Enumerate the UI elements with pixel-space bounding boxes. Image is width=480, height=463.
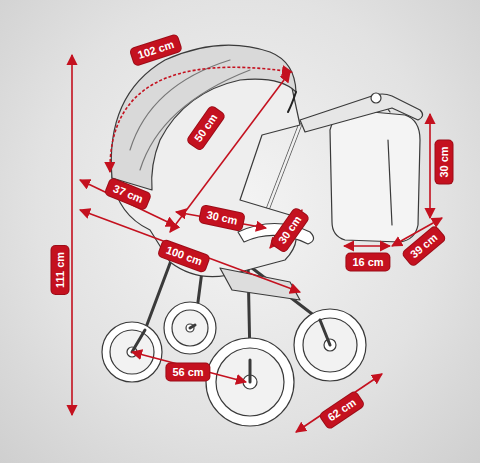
dimension-label: 111 cm <box>52 246 69 294</box>
dimension-label: 62 cm <box>319 391 364 429</box>
dimension-label: 16 cm <box>346 254 389 271</box>
dimension-label: 30 cm <box>436 140 453 183</box>
dimension-label: 56 cm <box>166 364 209 381</box>
